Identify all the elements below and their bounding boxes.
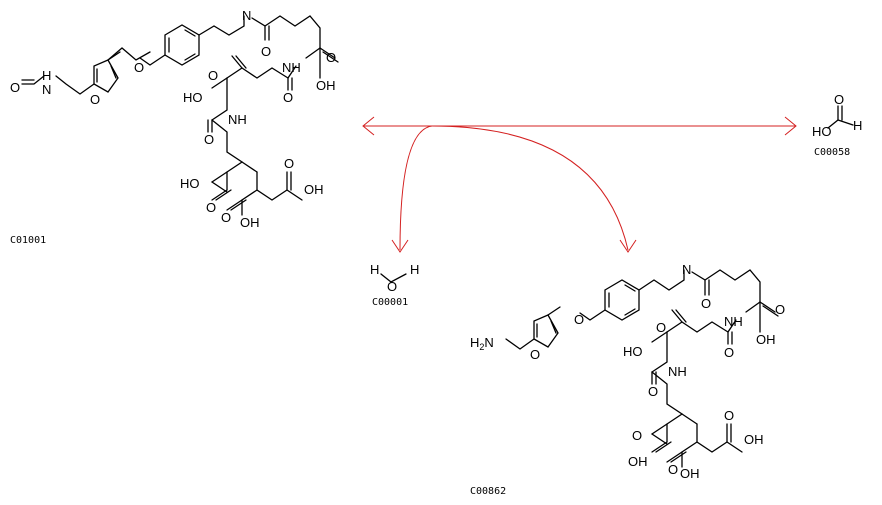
- atom-label: OH: [628, 454, 648, 469]
- atom-label: OH: [756, 332, 776, 347]
- atom-label: NH: [228, 112, 247, 127]
- atom-label: N: [682, 262, 691, 277]
- atom-label: O: [632, 428, 642, 443]
- atom-label: NH: [282, 60, 301, 75]
- atom-labels-C01001: N O O H N O O O OH NH O O HO NH O O OH H…: [10, 8, 336, 230]
- atom-labels-C00862: N O O H2N O O OH NH O O HO NH O O OH O O…: [470, 262, 785, 481]
- atom-label: O: [530, 347, 540, 362]
- arrow-to-product: [431, 125, 629, 251]
- atom-label: OH: [240, 215, 260, 230]
- atom-label: O: [206, 200, 216, 215]
- atom-label: O: [656, 320, 666, 335]
- atom-label: O: [574, 312, 584, 327]
- atom-label: O: [668, 462, 678, 477]
- compound-id-c00862: C00862: [470, 486, 506, 497]
- atom-label: O: [134, 60, 144, 75]
- atom-label: O: [701, 296, 711, 311]
- atom-label: OH: [680, 466, 700, 481]
- atom-label: O: [90, 92, 100, 107]
- atom-label: O: [261, 44, 271, 59]
- atom-label: O: [834, 92, 844, 107]
- compound-C00001: [380, 273, 407, 283]
- arrow-water-head: [391, 239, 409, 253]
- atom-label: O: [283, 90, 293, 105]
- atom-label: O: [724, 408, 734, 423]
- compound-id-c00058: C00058: [814, 147, 850, 158]
- atom-label-subscript: 2: [479, 342, 484, 352]
- atom-labels-small: O H HO H O H: [370, 92, 862, 294]
- atom-label: O: [387, 279, 397, 294]
- atom-label: HO: [180, 176, 200, 191]
- atom-label: O: [648, 384, 658, 399]
- atom-label: O: [326, 50, 336, 65]
- compound-id-c01001: C01001: [10, 235, 46, 246]
- atom-label: NH: [724, 314, 743, 329]
- compound-C01001: [21, 15, 339, 216]
- atom-label: H2N: [470, 335, 494, 352]
- atom-label: OH: [316, 78, 336, 93]
- arrow-right-head: [784, 116, 797, 136]
- arrow-left-head: [362, 116, 375, 136]
- atom-label: HO: [183, 90, 203, 105]
- compound-C00862: [505, 269, 779, 468]
- atom-label: N: [242, 8, 251, 23]
- compound-id-c00001: C00001: [372, 297, 408, 308]
- atom-label-n: N: [484, 335, 493, 350]
- atom-label: O: [10, 80, 20, 95]
- atom-label: O: [221, 210, 231, 225]
- atom-label: NH: [668, 364, 687, 379]
- atom-label: OH: [304, 182, 324, 197]
- arrow-to-water: [399, 125, 433, 251]
- atom-label: O: [208, 68, 218, 83]
- atom-label: H: [42, 68, 51, 83]
- reaction-arrows: [362, 116, 797, 253]
- atom-label: HO: [623, 344, 643, 359]
- arrow-product-head: [619, 239, 637, 253]
- atom-label-h: H: [470, 335, 479, 350]
- atom-label: O: [724, 345, 734, 360]
- atom-label: H: [410, 262, 419, 277]
- atom-label: OH: [744, 432, 764, 447]
- atom-label: O: [204, 132, 214, 147]
- atom-label: H: [370, 262, 379, 277]
- atom-label: N: [42, 82, 51, 97]
- atom-label: HO: [812, 124, 832, 139]
- atom-label: H: [853, 118, 862, 133]
- atom-label: O: [284, 156, 294, 171]
- compound-C00058: [827, 105, 854, 129]
- atom-label: O: [775, 302, 785, 317]
